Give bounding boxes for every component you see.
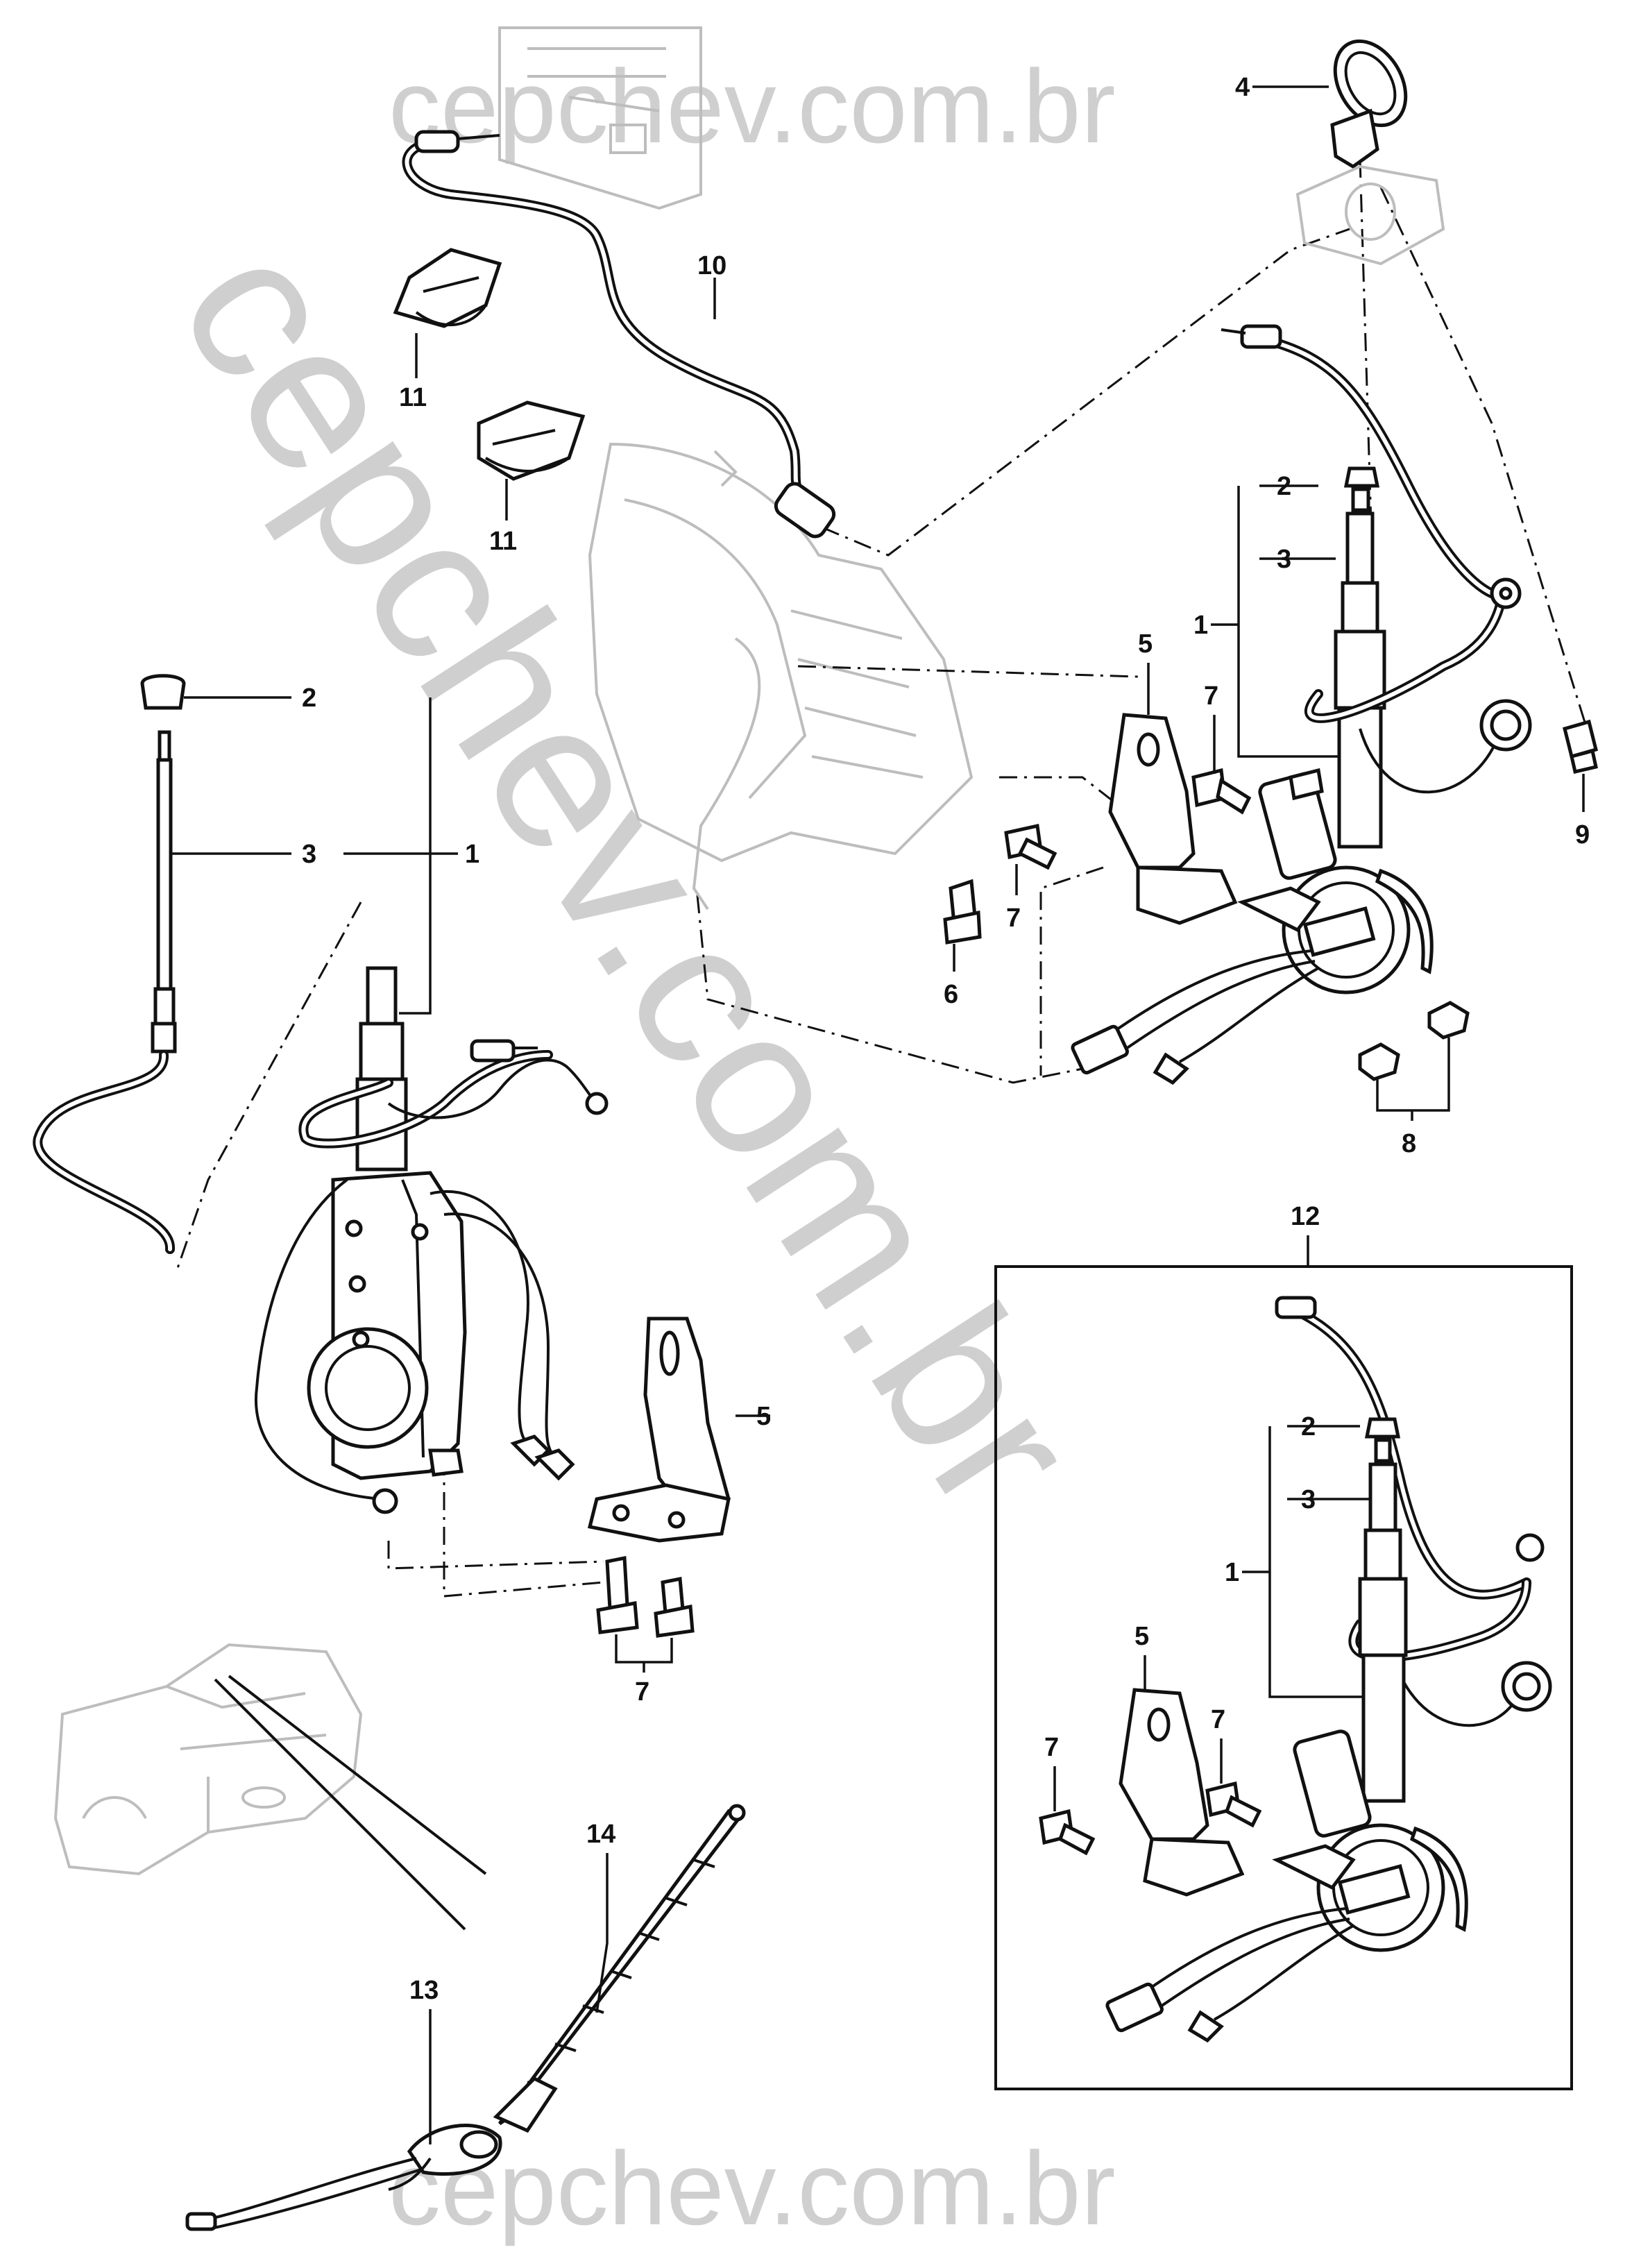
callout-7e: 7 [1211, 1705, 1225, 1734]
callout-1c: 1 [1225, 1558, 1239, 1587]
screw-part-9 [1562, 719, 1599, 775]
screw-part-7-right-a [1004, 823, 1057, 870]
assembly-guide-lines [176, 159, 1590, 1598]
callout-12: 12 [1291, 1202, 1320, 1231]
callout-1a: 1 [1193, 611, 1208, 640]
cable-clip-11a [393, 248, 502, 328]
callout-5b: 5 [756, 1402, 771, 1431]
cable-clip-11b [477, 400, 586, 481]
screws-part-7-kit [1039, 1781, 1262, 1856]
callout-8: 8 [1402, 1129, 1416, 1158]
antenna-base-cable-13 [185, 2124, 502, 2231]
callout-5a: 5 [1138, 629, 1153, 659]
watermark-bottom: cepchev.com.br [389, 2130, 1116, 2246]
callout-7a: 7 [1204, 682, 1218, 711]
callout-4: 4 [1235, 73, 1250, 102]
callout-13: 13 [409, 1976, 439, 2005]
nut-part-8 [1358, 1001, 1470, 1081]
callout-2a: 2 [1277, 472, 1291, 501]
power-antenna-assembly-right [1071, 324, 1532, 1085]
callout-7d: 7 [1044, 1733, 1059, 1762]
roof-antenna-mast-14 [493, 1804, 746, 2133]
mounting-bracket-5-right [1108, 713, 1238, 925]
mounting-bracket-5-kit [1119, 1688, 1245, 1897]
callout-2c: 2 [1301, 1412, 1316, 1441]
ghost-vehicle-rear [53, 1643, 487, 1931]
callout-11a: 11 [399, 383, 427, 412]
ghost-fender-bracket [1295, 164, 1445, 266]
callout-11b: 11 [489, 527, 517, 556]
callout-1b: 1 [465, 840, 479, 869]
callout-9: 9 [1575, 820, 1590, 849]
power-antenna-assembly-kit [1105, 1296, 1552, 2043]
callout-numbers: 4 10 11 11 2 3 1 5 7 7 6 8 9 2 3 1 5 7 1… [302, 73, 1590, 2005]
callout-3c: 3 [1301, 1485, 1316, 1514]
screw-part-7-right-b [1191, 768, 1252, 815]
callout-7b: 7 [1006, 904, 1021, 933]
ghost-radio-unit [498, 26, 702, 210]
leader-lines [170, 85, 1585, 2144]
ghost-harness [692, 637, 761, 911]
watermark-diagonal: cepchev.com.br [135, 203, 1123, 1550]
callout-2b: 2 [302, 684, 316, 713]
mounting-bracket-5-left [587, 1317, 731, 1543]
callout-3b: 3 [302, 840, 316, 869]
callout-7c: 7 [635, 1677, 649, 1707]
grommet-part-4 [1330, 39, 1408, 169]
kit-box-part-12 [994, 1265, 1573, 2090]
watermark-top: cepchev.com.br [389, 48, 1116, 164]
bolt-part-6 [943, 879, 982, 945]
callout-14: 14 [586, 1820, 615, 1849]
screws-part-7-left [596, 1555, 695, 1638]
antenna-cable-10 [402, 130, 836, 539]
callout-10: 10 [697, 251, 726, 280]
callout-6: 6 [944, 980, 958, 1009]
callout-3a: 3 [1277, 545, 1291, 574]
callout-5c: 5 [1134, 1622, 1149, 1651]
power-antenna-assembly-left [33, 674, 609, 1514]
